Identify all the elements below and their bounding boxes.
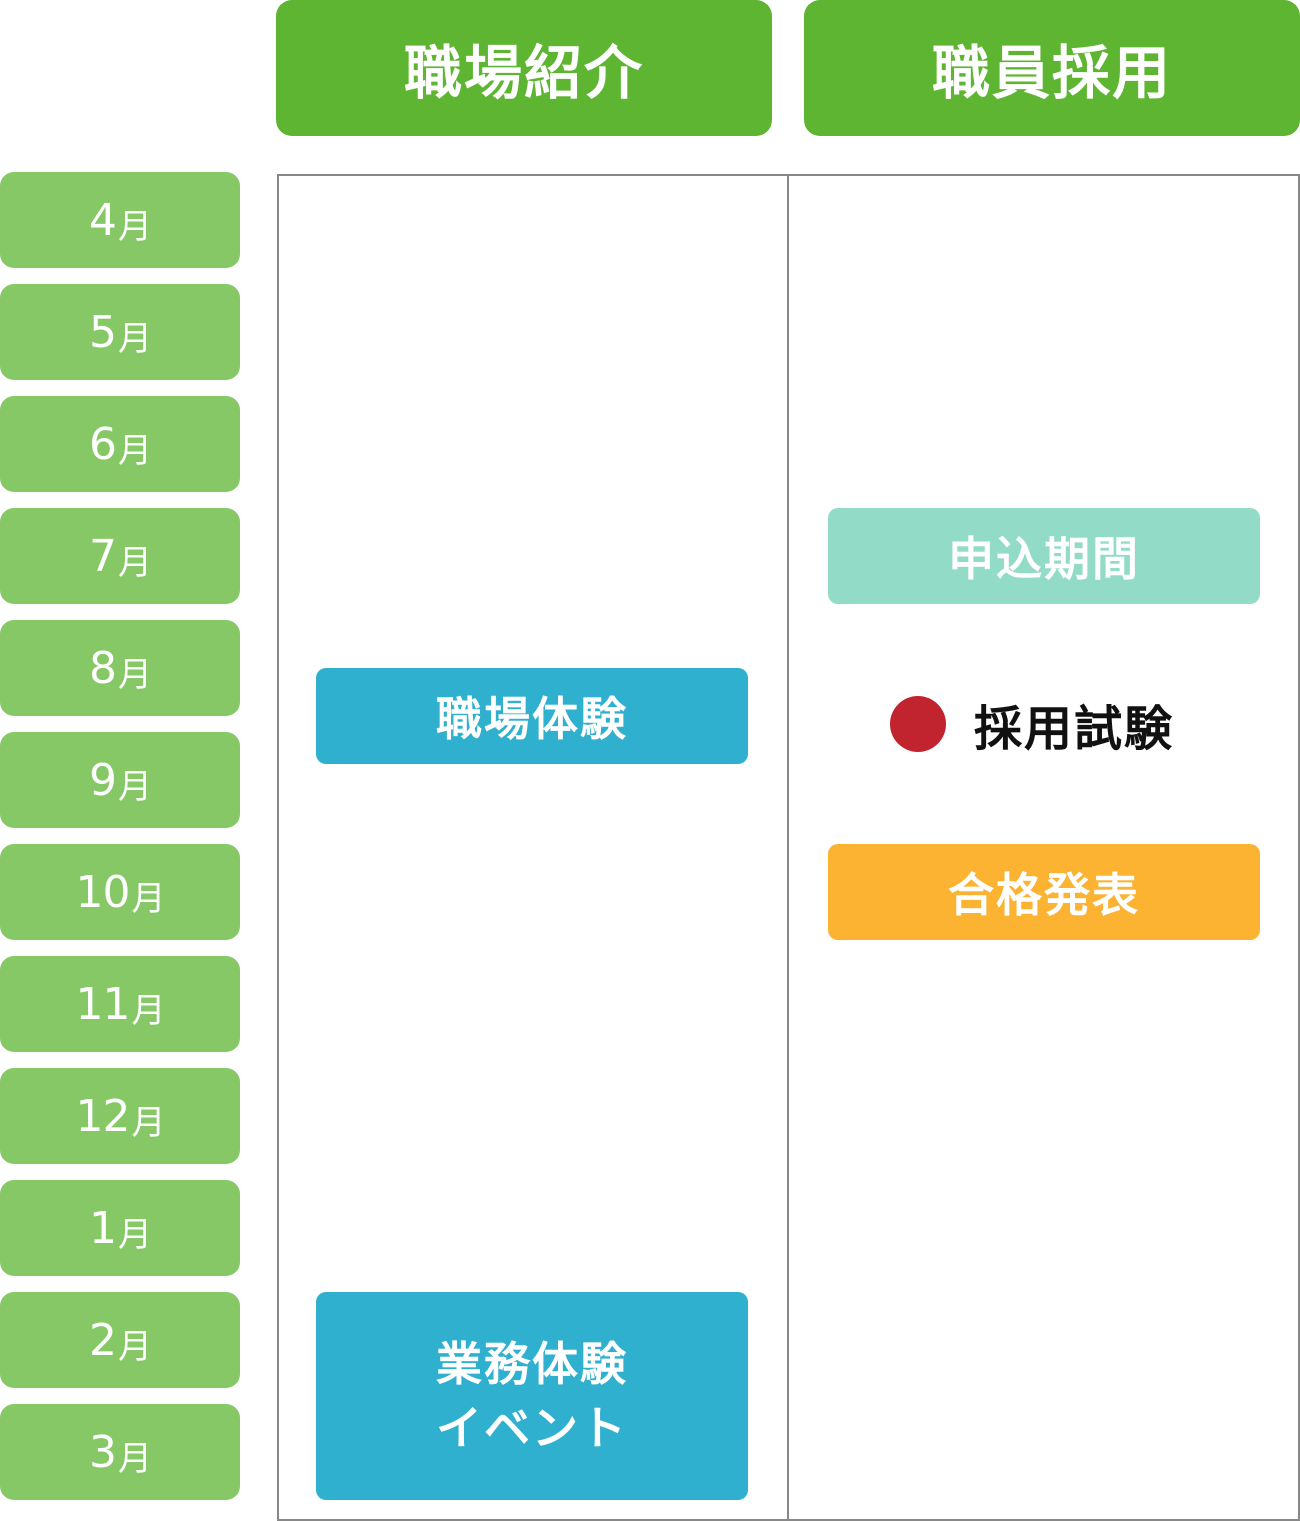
month-number: 4 — [89, 194, 117, 246]
grid-divider — [787, 174, 789, 1520]
column-header-workplace-intro: 職場紹介 — [276, 0, 772, 136]
month-unit: 月 — [131, 1102, 166, 1143]
month-number: 5 — [89, 306, 117, 358]
event-result-announcement: 合格発表 — [828, 844, 1260, 940]
month-number: 2 — [89, 1314, 117, 1366]
month-unit: 月 — [118, 206, 152, 247]
month-number: 3 — [89, 1426, 117, 1478]
event-application-period: 申込期間 — [828, 508, 1260, 604]
month-unit: 月 — [118, 1326, 152, 1367]
month-unit: 月 — [118, 654, 152, 695]
month-number: 12 — [75, 1090, 131, 1142]
exam-label: 採用試験 — [974, 701, 1175, 757]
month-number: 8 — [89, 642, 117, 694]
month-number: 9 — [89, 754, 117, 806]
month-unit: 月 — [131, 878, 166, 919]
month-unit: 月 — [118, 318, 152, 359]
month-number: 10 — [75, 866, 131, 918]
month-unit: 月 — [118, 1438, 152, 1479]
event-business-experience-line1: 業務体験 — [436, 1337, 628, 1391]
month-unit: 月 — [118, 1214, 152, 1255]
month-number: 1 — [89, 1202, 117, 1254]
event-exam: 採用試験 — [890, 694, 1174, 757]
month-number: 7 — [89, 530, 117, 582]
month-number: 11 — [75, 978, 131, 1030]
month-unit: 月 — [131, 990, 166, 1031]
event-business-experience-line2: イベント — [436, 1401, 628, 1455]
month-number: 6 — [89, 418, 117, 470]
month-unit: 月 — [118, 542, 152, 583]
month-unit: 月 — [118, 430, 152, 471]
event-workplace-experience: 職場体験 — [316, 668, 748, 764]
month-unit: 月 — [118, 766, 152, 807]
exam-dot-icon — [890, 696, 946, 752]
column-header-staff-recruitment: 職員採用 — [804, 0, 1300, 136]
event-business-experience: 業務体験 イベント — [316, 1292, 748, 1500]
